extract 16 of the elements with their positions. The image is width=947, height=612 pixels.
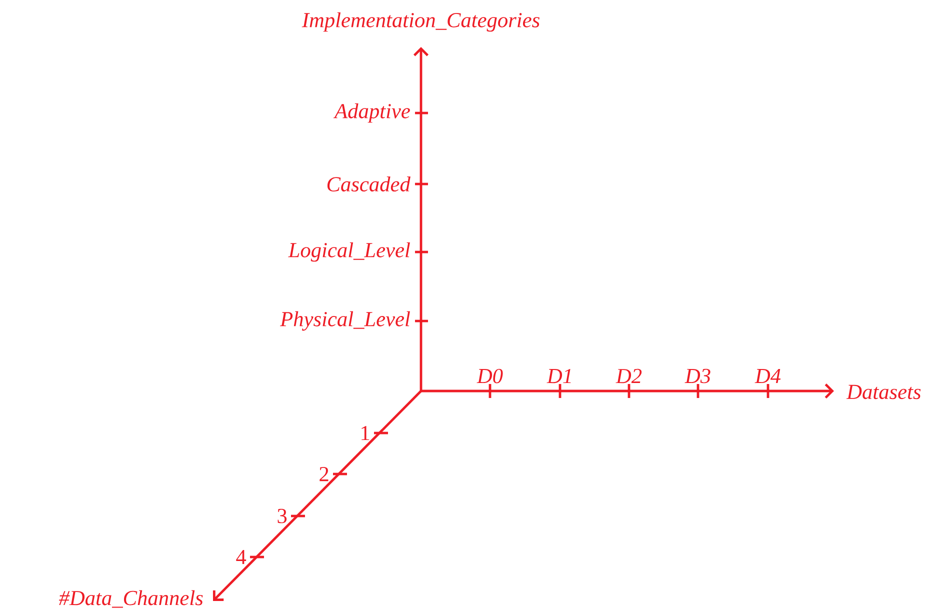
axis-label: Adaptive	[333, 103, 410, 123]
axis-label: Datasets	[846, 384, 921, 400]
axis-label: D4	[754, 368, 781, 384]
axis-label: Physical_Level	[280, 311, 410, 331]
axis-label: #Data_Channels	[58, 590, 203, 608]
axis-label: D3	[684, 368, 710, 384]
axis-label: 1	[362, 426, 370, 440]
axis-label: 4	[236, 550, 246, 564]
axis-label: Logical_Level	[288, 242, 410, 262]
axis-label: D2	[616, 368, 642, 384]
axis-label: D1	[546, 368, 571, 384]
axis-label: Implementation_Categories	[302, 12, 540, 32]
axis-label: Cascaded	[327, 176, 410, 192]
axis-label: 3	[278, 508, 287, 524]
axis-label: D0	[476, 368, 503, 384]
axis-label: 2	[320, 466, 328, 482]
